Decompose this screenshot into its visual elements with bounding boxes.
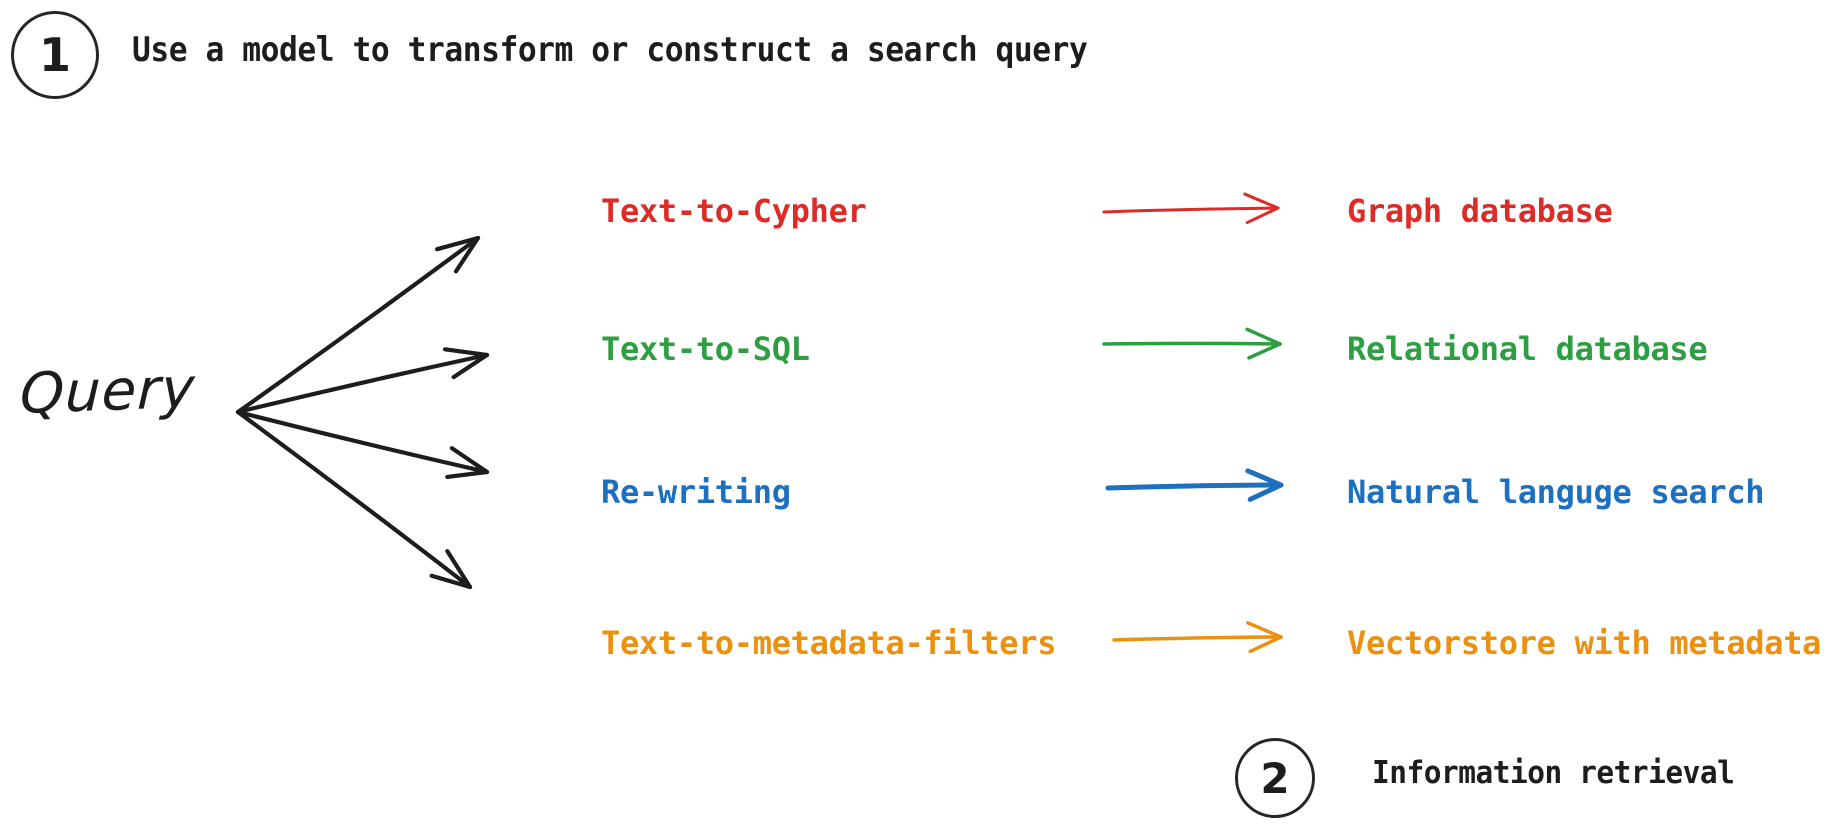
transform-label-re-writing: Re-writing — [601, 473, 791, 511]
transform-label-text-to-metadata-filters: Text-to-metadata-filters — [601, 624, 1057, 662]
step-1-badge: 1 — [11, 11, 99, 99]
transform-label-text-to-sql: Text-to-SQL — [601, 330, 810, 368]
query-source-label: Query — [18, 355, 197, 427]
target-label-natural-language-search: Natural languge search — [1347, 473, 1765, 511]
target-label-vectorstore-with-metadata: Vectorstore with metadata — [1347, 624, 1822, 662]
target-label-graph-database: Graph database — [1347, 192, 1613, 230]
step-2-badge: 2 — [1235, 738, 1315, 818]
transform-label-text-to-cypher: Text-to-Cypher — [601, 192, 867, 230]
step-2-caption: Information retrieval — [1372, 755, 1735, 791]
retrieval-connector-arrows — [1102, 192, 1284, 654]
step-1-caption: Use a model to transform or construct a … — [132, 30, 1088, 70]
query-fan-arrows — [235, 235, 490, 590]
target-label-relational-database: Relational database — [1347, 330, 1708, 368]
